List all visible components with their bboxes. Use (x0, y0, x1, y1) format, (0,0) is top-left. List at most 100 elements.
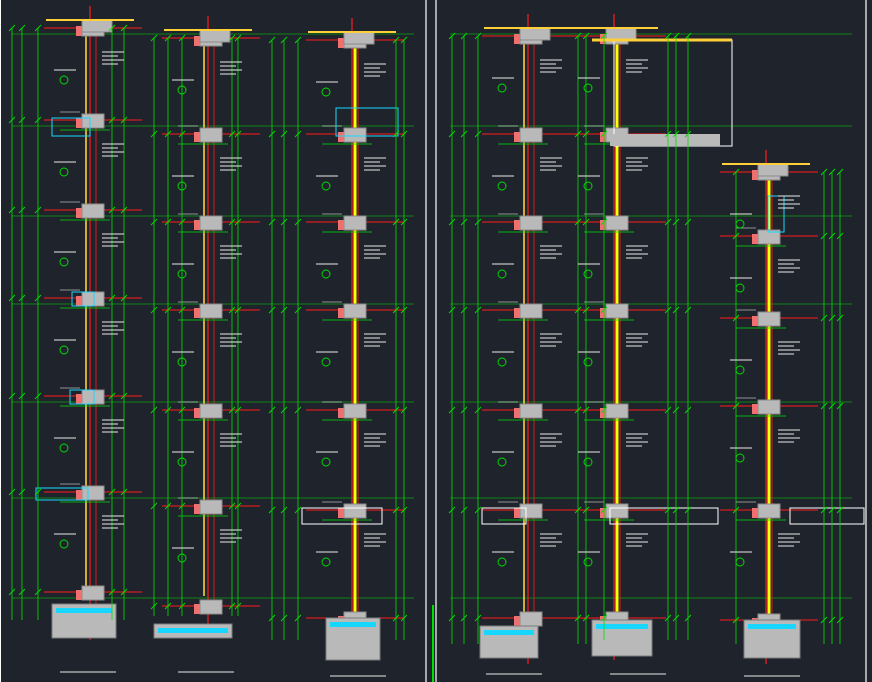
dimension-tick (820, 616, 828, 624)
dimension-tick (582, 306, 590, 314)
detail-callout-circle (321, 87, 331, 97)
detail-callout-circle (177, 181, 187, 191)
dimension-tick (18, 392, 26, 400)
floor-slab (343, 303, 367, 319)
detail-callout-circle (59, 257, 69, 267)
insulation-block (194, 504, 200, 514)
dimension-tick (474, 130, 482, 138)
dimension-tick (828, 616, 836, 624)
dimension-tick (828, 402, 836, 410)
insulation-block (194, 308, 200, 318)
dimension-tick (448, 306, 456, 314)
dimension-tick (672, 506, 680, 514)
dimension-tick (228, 34, 236, 42)
dimension-tick (280, 218, 288, 226)
detail-callout-circle (321, 181, 331, 191)
dimension-lines-layer (8, 24, 844, 644)
floor-slab (605, 215, 629, 231)
floor-slab (81, 389, 105, 405)
dimension-tick (836, 616, 844, 624)
dimension-tick (392, 614, 400, 622)
dimension-tick (120, 488, 128, 496)
insulation-block (76, 118, 82, 128)
waterproof-layer (596, 624, 648, 629)
dimension-tick (582, 406, 590, 414)
floor-slab (199, 599, 223, 615)
dimension-tick (400, 130, 408, 138)
floor-slab (343, 127, 367, 143)
dimension-tick (672, 406, 680, 414)
dimension-tick (108, 116, 116, 124)
dimension-tick (460, 614, 468, 622)
dimension-tick (108, 392, 116, 400)
dimension-tick (234, 306, 242, 314)
wall-section-1 (44, 6, 142, 640)
dimension-tick (684, 406, 692, 414)
floor-slab (343, 403, 367, 419)
dimension-tick (582, 614, 590, 622)
dimension-tick (600, 506, 608, 514)
insulation-block (600, 132, 606, 142)
insulation-block (76, 490, 82, 500)
dimension-tick (280, 506, 288, 514)
dimension-tick (108, 588, 116, 596)
dimension-tick (820, 168, 828, 176)
detail-callout-circle (497, 357, 507, 367)
dimension-tick (474, 614, 482, 622)
waterproof-layer (330, 622, 376, 627)
dimension-tick (828, 506, 836, 514)
insulation-block (194, 220, 200, 230)
dimension-tick (268, 614, 276, 622)
dimension-tick (400, 218, 408, 226)
dimension-tick (164, 218, 172, 226)
dimension-tick (18, 294, 26, 302)
insulation-block (76, 208, 82, 218)
insulation-block (194, 604, 200, 614)
dimension-tick (178, 218, 186, 226)
dimension-tick (684, 614, 692, 622)
ground-canopy (609, 507, 719, 525)
floor-slab (81, 585, 105, 601)
floor-slab (757, 311, 781, 327)
dimension-tick (392, 306, 400, 314)
insulation-block (514, 616, 520, 626)
dimension-tick (732, 402, 740, 410)
detail-callout-circle (321, 557, 331, 567)
waterproof-layer (158, 628, 228, 633)
dimension-tick (684, 506, 692, 514)
parapet-block (519, 27, 551, 41)
floor-slab (519, 127, 543, 143)
dimension-tick (234, 602, 242, 610)
floor-slab (519, 403, 543, 419)
dimension-tick (150, 306, 158, 314)
ground-canopy (481, 507, 527, 525)
insulation-block (752, 508, 758, 518)
insulation-block (514, 308, 520, 318)
dimension-tick (600, 218, 608, 226)
dimension-tick (108, 206, 116, 214)
dimension-tick (836, 402, 844, 410)
insulation-block (600, 408, 606, 418)
dimension-tick (672, 614, 680, 622)
floor-slab (199, 215, 223, 231)
detail-callout-circle (735, 365, 745, 375)
dimension-tick (392, 36, 400, 44)
dimension-tick (34, 24, 42, 32)
insulation-block (338, 308, 344, 318)
dimension-tick (294, 506, 302, 514)
dimension-tick (234, 34, 242, 42)
insulation-block (194, 408, 200, 418)
dimension-tick (836, 314, 844, 322)
floor-slab (81, 113, 105, 129)
detail-callout-circle (321, 357, 331, 367)
dimension-tick (574, 506, 582, 514)
floor-slab (605, 303, 629, 319)
detail-callout-circle (583, 181, 593, 191)
dimension-tick (150, 406, 158, 414)
dimension-tick (400, 36, 408, 44)
dimension-tick (474, 506, 482, 514)
dimension-tick (8, 488, 16, 496)
waterproof-layer (748, 624, 796, 629)
dimension-tick (108, 488, 116, 496)
